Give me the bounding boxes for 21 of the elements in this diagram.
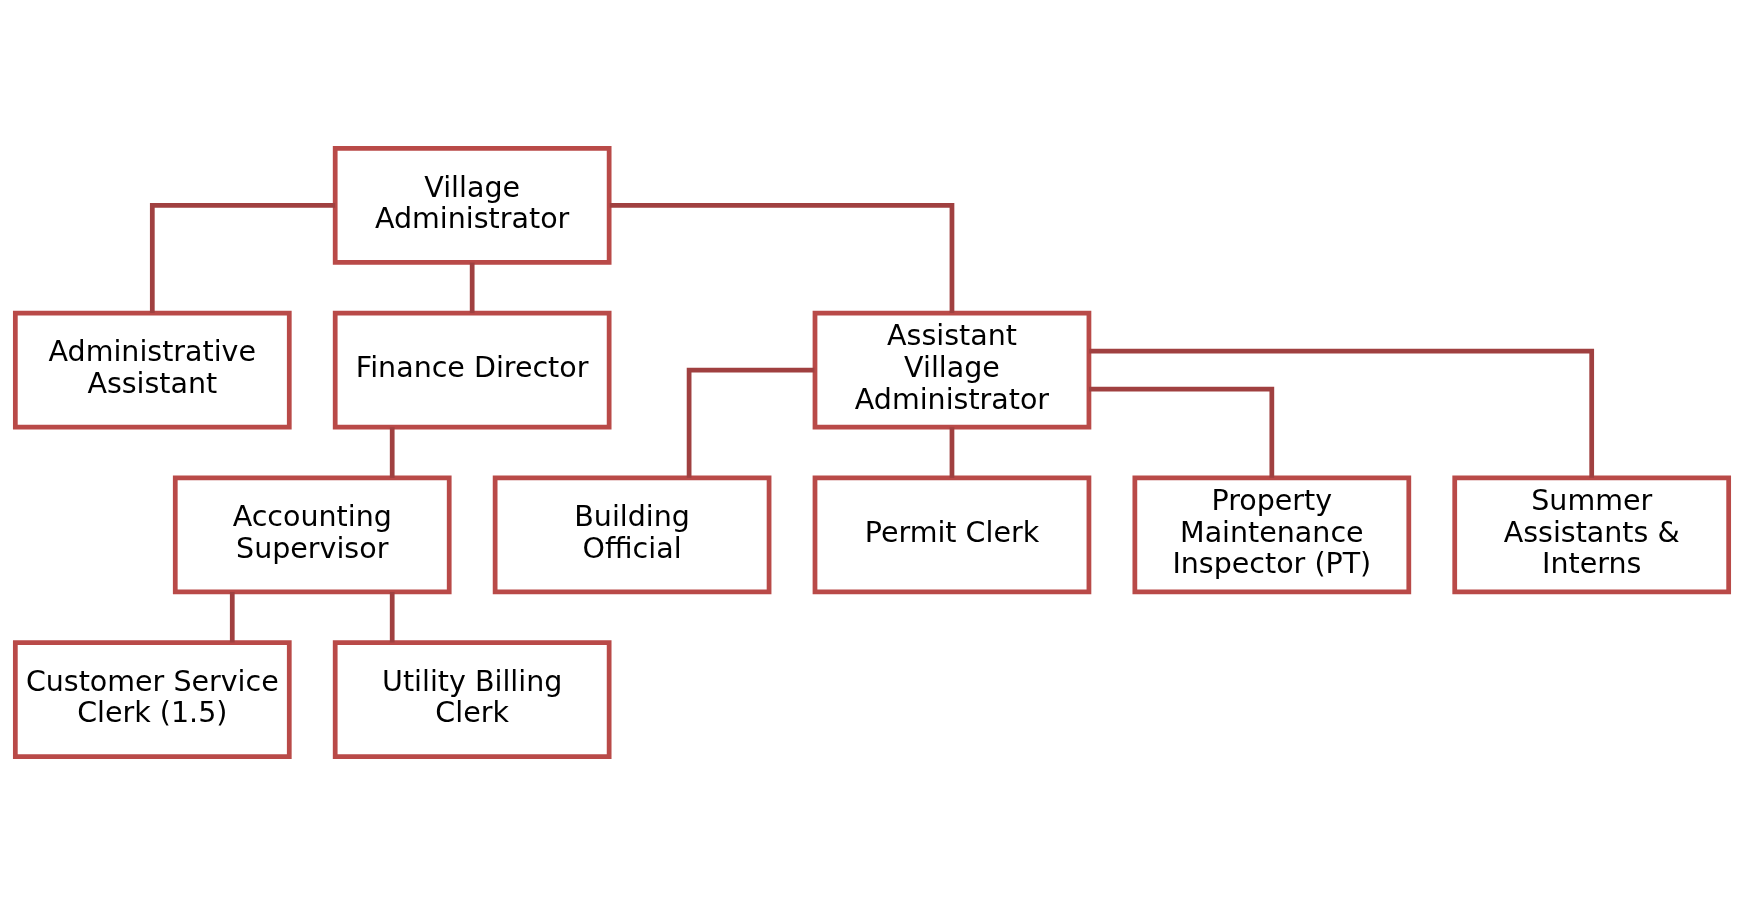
connector (1088, 386, 1274, 478)
node-box: Permit Clerk (812, 474, 1091, 594)
connector (686, 367, 814, 478)
connector (1088, 348, 1594, 478)
connector (389, 426, 395, 478)
connector (229, 591, 235, 642)
node-box: Summer Assistants & Interns (1451, 474, 1731, 594)
connector (469, 262, 475, 313)
connector (949, 426, 954, 478)
node-box: Village Administrator (332, 145, 611, 265)
connector (389, 591, 395, 642)
node-box: Finance Director (332, 310, 611, 430)
node-box: Building Official (492, 474, 771, 594)
node-box: Assistant Village Administrator (812, 310, 1091, 430)
connector (609, 202, 954, 313)
node-box: Administrative Assistant (12, 310, 292, 430)
node-box: Property Maintenance Inspector (PT) (1132, 474, 1411, 594)
node-box: Utility Billing Clerk (332, 639, 611, 759)
node-box: Customer Service Clerk (1.5) (12, 639, 292, 759)
node-box: Accounting Supervisor (172, 474, 452, 594)
connector (149, 202, 335, 313)
